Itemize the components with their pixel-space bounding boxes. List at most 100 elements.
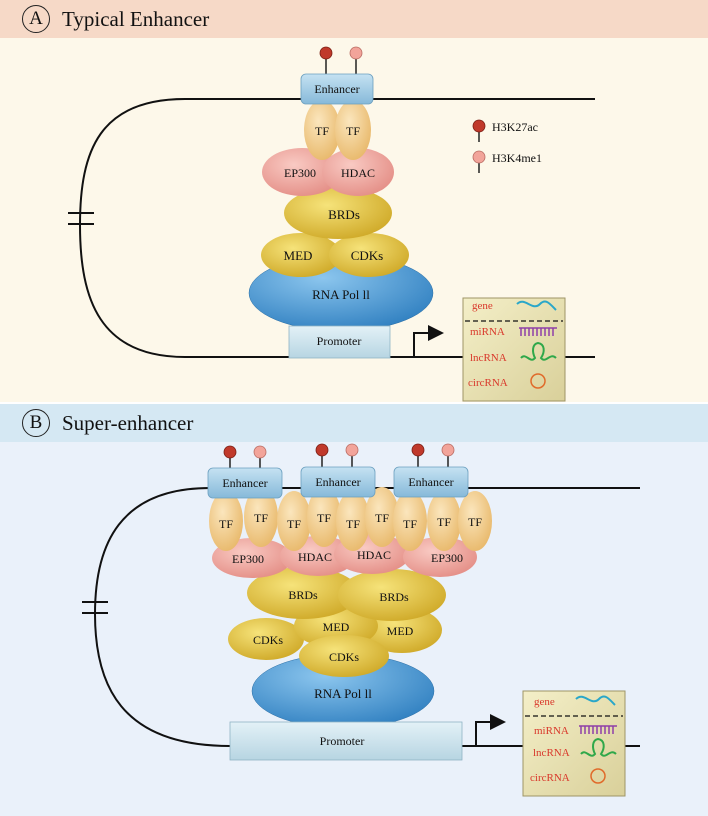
legend-h3k4me1-label: H3K4me1 bbox=[492, 151, 542, 165]
rna-gene-label: gene bbox=[472, 300, 493, 312]
transcription-factor bbox=[307, 487, 341, 547]
cdks-label: CDKs bbox=[253, 633, 283, 647]
cdks-complex bbox=[329, 233, 409, 277]
legend-h3k27ac-icon bbox=[472, 119, 486, 133]
brds-complex bbox=[338, 569, 446, 621]
tf-label: TF bbox=[219, 517, 233, 531]
panel-a-letter: A bbox=[22, 5, 50, 33]
gene-icon bbox=[575, 695, 616, 706]
ep300 bbox=[403, 537, 477, 577]
hdac-label: HDAC bbox=[357, 548, 391, 562]
rna-products-box bbox=[462, 297, 566, 402]
h3k27ac-mark-icon bbox=[319, 46, 333, 60]
brds-complex bbox=[284, 187, 392, 239]
brds-label: BRDs bbox=[328, 207, 360, 222]
cdks-label: CDKs bbox=[351, 248, 384, 263]
rna-pol-ii-label: RNA Pol ll bbox=[312, 287, 370, 302]
tf-label: TF bbox=[468, 515, 482, 529]
rna-circrna-label: circRNA bbox=[530, 772, 570, 784]
enhancer-label: Enhancer bbox=[408, 475, 453, 489]
transcription-start-arrow-icon bbox=[475, 714, 506, 746]
panel-super-enhancer: B Super-enhancer RNA bbox=[0, 404, 708, 816]
transcription-factor bbox=[304, 100, 340, 160]
h3k4me1-mark-icon bbox=[253, 445, 267, 459]
hdac-label: HDAC bbox=[341, 166, 375, 180]
hdac bbox=[322, 148, 394, 196]
med-label: MED bbox=[284, 248, 313, 263]
transcription-factor bbox=[277, 491, 311, 551]
legend-h3k27ac-label: H3K27ac bbox=[492, 120, 538, 134]
ep300-label: EP300 bbox=[431, 551, 463, 565]
circrna-icon bbox=[590, 768, 606, 784]
promoter-label: Promoter bbox=[320, 734, 365, 748]
tf-label: TF bbox=[315, 124, 329, 138]
promoter-element bbox=[288, 325, 391, 359]
transcription-factor bbox=[335, 100, 371, 160]
tf-label: TF bbox=[403, 517, 417, 531]
enhancer-element bbox=[300, 73, 374, 105]
circrna-icon bbox=[530, 373, 546, 389]
tf-label: TF bbox=[317, 511, 331, 525]
tf-label: TF bbox=[346, 124, 360, 138]
brds-complex bbox=[247, 567, 359, 619]
typical-enhancer-diagram: RNA Pol ll MED CDKs BRDs EP300 HDAC TF T… bbox=[68, 46, 595, 402]
transcription-factor bbox=[244, 487, 278, 547]
legend-h3k4me1-icon bbox=[472, 150, 486, 164]
tf-label: TF bbox=[375, 511, 389, 525]
mirna-icon bbox=[519, 327, 557, 336]
tf-label: TF bbox=[287, 517, 301, 531]
rna-lncrna-label: lncRNA bbox=[533, 747, 570, 759]
enhancer-label: Enhancer bbox=[315, 475, 360, 489]
rna-lncrna-label: lncRNA bbox=[470, 352, 507, 364]
transcription-factor bbox=[427, 491, 461, 551]
histone-marks bbox=[223, 443, 455, 470]
panel-a-title: Typical Enhancer bbox=[62, 7, 210, 31]
panel-b-title: Super-enhancer bbox=[62, 411, 194, 435]
panel-b-header: B Super-enhancer bbox=[0, 404, 708, 442]
dna-loop bbox=[78, 98, 186, 358]
h3k4me1-mark-icon bbox=[345, 443, 359, 457]
rna-mirna-label: miRNA bbox=[470, 326, 505, 338]
enhancer-element bbox=[393, 466, 469, 498]
enhancer-label: Enhancer bbox=[222, 476, 267, 490]
tf-group bbox=[209, 487, 492, 551]
cdks-complex bbox=[299, 635, 389, 677]
cdks-complex bbox=[228, 618, 304, 660]
panel-b-letter: B bbox=[22, 409, 50, 437]
h3k4me1-mark-icon bbox=[349, 46, 363, 60]
cdks-label: CDKs bbox=[329, 650, 359, 664]
med-label: MED bbox=[323, 620, 350, 634]
ep300-label: EP300 bbox=[284, 166, 316, 180]
enhancer-element bbox=[300, 466, 376, 498]
rna-mirna-label: miRNA bbox=[534, 725, 569, 737]
promoter-element bbox=[229, 721, 463, 761]
rna-products-box bbox=[522, 690, 626, 797]
h3k4me1-mark-icon bbox=[441, 443, 455, 457]
ep300-label: EP300 bbox=[232, 552, 264, 566]
rna-gene-label: gene bbox=[534, 696, 555, 708]
med-complex bbox=[261, 233, 341, 277]
brds-label: BRDs bbox=[379, 590, 409, 604]
tf-label: TF bbox=[437, 515, 451, 529]
gene-icon bbox=[516, 300, 557, 311]
dna-loop bbox=[93, 487, 231, 747]
enhancer-label: Enhancer bbox=[314, 82, 359, 96]
h3k27ac-mark-icon bbox=[411, 443, 425, 457]
enhancer-element bbox=[207, 467, 283, 499]
panel-typical-enhancer: A Typical Enhancer RNA Pol ll MED bbox=[0, 0, 708, 402]
tf-label: TF bbox=[346, 517, 360, 531]
med-label: MED bbox=[387, 624, 414, 638]
h3k27ac-mark-icon bbox=[315, 443, 329, 457]
tf-label: TF bbox=[254, 511, 268, 525]
transcription-factor bbox=[209, 491, 243, 551]
h3k27ac-mark-icon bbox=[223, 445, 237, 459]
hdac-label: HDAC bbox=[298, 550, 332, 564]
rna-circrna-label: circRNA bbox=[468, 377, 508, 389]
lncrna-icon bbox=[520, 341, 557, 361]
transcription-factor bbox=[336, 491, 370, 551]
transcription-start-arrow-icon bbox=[413, 325, 444, 357]
panel-a-header: A Typical Enhancer bbox=[0, 0, 708, 38]
transcription-factor bbox=[365, 487, 399, 547]
transcription-factor bbox=[393, 491, 427, 551]
rna-pol-ii-label: RNA Pol ll bbox=[314, 686, 372, 701]
